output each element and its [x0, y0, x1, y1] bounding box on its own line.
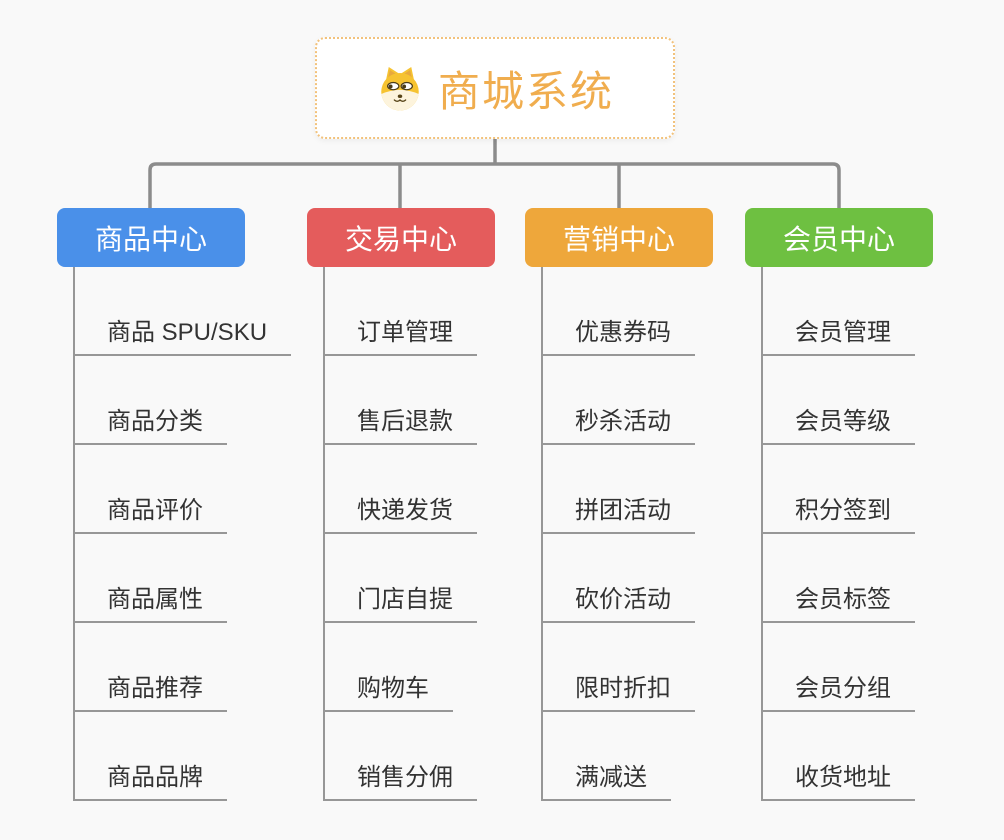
leaf-row: 快递发货: [325, 445, 477, 534]
shiba-dog-icon: [376, 63, 424, 113]
root-node[interactable]: 商城系统: [315, 37, 675, 139]
branch-column-marketing-center: 营销中心 优惠券码 秒杀活动 拼团活动 砍价活动 限时折扣 满减送: [525, 208, 775, 801]
branch-header-marketing-center[interactable]: 营销中心: [525, 208, 713, 267]
leaf-row: 优惠券码: [543, 267, 695, 356]
branch-children-trade-center: 订单管理 售后退款 快递发货 门店自提 购物车 销售分佣: [323, 267, 477, 801]
leaf-node[interactable]: 砍价活动: [543, 579, 695, 623]
branch-header-product-center[interactable]: 商品中心: [57, 208, 245, 267]
leaf-row: 商品属性: [75, 534, 291, 623]
leaf-node[interactable]: 优惠券码: [543, 312, 695, 356]
leaf-node[interactable]: 购物车: [325, 668, 453, 712]
leaf-row: 商品 SPU/SKU: [75, 267, 292, 356]
leaf-row: 商品评价: [75, 445, 291, 534]
leaf-node[interactable]: 满减送: [543, 757, 671, 801]
root-branch-connectors: [148, 139, 841, 209]
leaf-node[interactable]: 商品属性: [75, 579, 227, 623]
branch-column-trade-center: 交易中心 订单管理 售后退款 快递发货 门店自提 购物车 销售分佣: [307, 208, 557, 801]
branch-column-member-center: 会员中心 会员管理 会员等级 积分签到 会员标签 会员分组 收货地址: [745, 208, 995, 801]
leaf-node[interactable]: 会员管理: [763, 312, 915, 356]
leaf-row: 会员等级: [763, 356, 915, 445]
leaf-row: 拼团活动: [543, 445, 695, 534]
branch-label: 会员中心: [782, 223, 895, 255]
branch-children-member-center: 会员管理 会员等级 积分签到 会员标签 会员分组 收货地址: [761, 267, 915, 801]
leaf-row: 订单管理: [325, 267, 477, 356]
leaf-node[interactable]: 商品品牌: [75, 757, 227, 801]
leaf-node[interactable]: 销售分佣: [325, 757, 477, 801]
leaf-row: 满减送: [543, 712, 695, 801]
leaf-row: 商品品牌: [75, 712, 291, 801]
leaf-row: 会员分组: [763, 623, 915, 712]
branch-label: 交易中心: [344, 223, 457, 255]
leaf-row: 会员管理: [763, 267, 915, 356]
leaf-row: 购物车: [325, 623, 477, 712]
leaf-row: 门店自提: [325, 534, 477, 623]
leaf-node[interactable]: 商品分类: [75, 401, 227, 445]
leaf-node[interactable]: 订单管理: [325, 312, 477, 356]
leaf-node[interactable]: 拼团活动: [543, 490, 695, 534]
leaf-node[interactable]: 商品 SPU/SKU: [75, 312, 292, 356]
leaf-row: 秒杀活动: [543, 356, 695, 445]
leaf-row: 会员标签: [763, 534, 915, 623]
branch-label: 商品中心: [94, 223, 207, 255]
branch-column-product-center: 商品中心 商品 SPU/SKU 商品分类 商品评价 商品属性 商品推荐 商品品牌: [57, 208, 307, 801]
leaf-node[interactable]: 门店自提: [325, 579, 477, 623]
leaf-node[interactable]: 售后退款: [325, 401, 477, 445]
branch-children-marketing-center: 优惠券码 秒杀活动 拼团活动 砍价活动 限时折扣 满减送: [541, 267, 695, 801]
leaf-row: 积分签到: [763, 445, 915, 534]
leaf-row: 限时折扣: [543, 623, 695, 712]
leaf-node[interactable]: 快递发货: [325, 490, 477, 534]
leaf-row: 商品分类: [75, 356, 291, 445]
leaf-node[interactable]: 积分签到: [763, 490, 915, 534]
leaf-node[interactable]: 限时折扣: [543, 668, 695, 712]
branch-header-member-center[interactable]: 会员中心: [745, 208, 933, 267]
branch-header-trade-center[interactable]: 交易中心: [307, 208, 495, 267]
leaf-row: 商品推荐: [75, 623, 291, 712]
leaf-node[interactable]: 会员等级: [763, 401, 915, 445]
leaf-node[interactable]: 商品评价: [75, 490, 227, 534]
root-title: 商城系统: [437, 67, 614, 115]
leaf-node[interactable]: 会员分组: [763, 668, 915, 712]
leaf-node[interactable]: 会员标签: [763, 579, 915, 623]
leaf-row: 砍价活动: [543, 534, 695, 623]
leaf-node[interactable]: 商品推荐: [75, 668, 227, 712]
branch-children-product-center: 商品 SPU/SKU 商品分类 商品评价 商品属性 商品推荐 商品品牌: [73, 267, 292, 801]
leaf-row: 收货地址: [763, 712, 915, 801]
branch-label: 营销中心: [562, 223, 675, 255]
leaf-node[interactable]: 秒杀活动: [543, 401, 695, 445]
leaf-row: 销售分佣: [325, 712, 477, 801]
leaf-row: 售后退款: [325, 356, 477, 445]
leaf-node[interactable]: 收货地址: [763, 757, 915, 801]
